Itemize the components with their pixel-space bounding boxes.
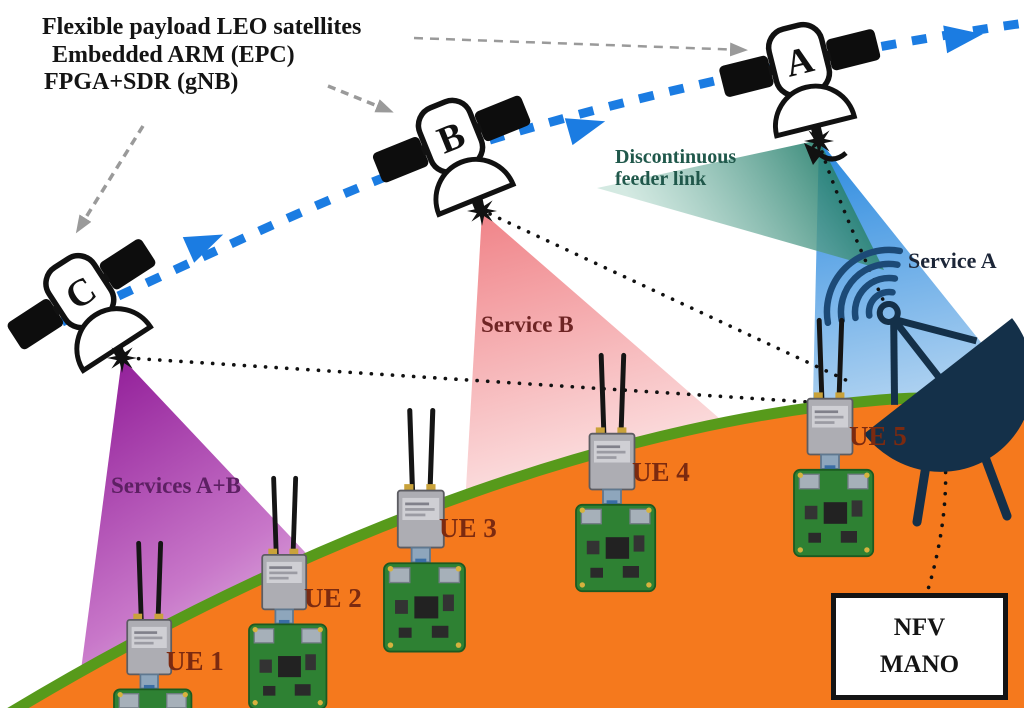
satellite-c-icon: C xyxy=(7,239,156,374)
pointer-arrow-to-sat-a xyxy=(413,36,748,57)
ue4-device xyxy=(575,352,657,593)
feed-star-icon xyxy=(467,196,497,226)
nfv-mano-box: NFV MANO xyxy=(831,593,1008,700)
link-groundstation-nfv-dotted xyxy=(924,398,948,598)
ue2-device xyxy=(248,475,328,708)
link-sat-a-dotted xyxy=(820,150,886,304)
pointer-arrow-to-sat-c xyxy=(75,125,145,234)
feed-antenna-stars xyxy=(107,126,834,373)
orbit-dashed-line xyxy=(60,18,1024,327)
orbit-direction-arrows xyxy=(182,25,983,263)
ground-station-icon xyxy=(823,246,1024,527)
ue5-device xyxy=(793,317,875,558)
beam-feeder-teal xyxy=(597,140,884,270)
signal-waves-icon xyxy=(823,246,904,327)
ue-devices xyxy=(113,317,875,708)
nfv-line-2: MANO xyxy=(879,650,960,678)
ue1-device xyxy=(113,540,193,708)
satellite-a-icon: A xyxy=(719,21,881,140)
uplink-arrow-icon xyxy=(804,143,848,165)
nfv-line-1: NFV xyxy=(893,614,946,642)
link-sat-c-dotted xyxy=(126,356,810,404)
ue3-device xyxy=(383,407,466,653)
pointer-arrow-to-sat-b xyxy=(327,84,394,113)
satellite-b-icon: B xyxy=(372,95,531,218)
feed-star-icon xyxy=(107,343,137,373)
